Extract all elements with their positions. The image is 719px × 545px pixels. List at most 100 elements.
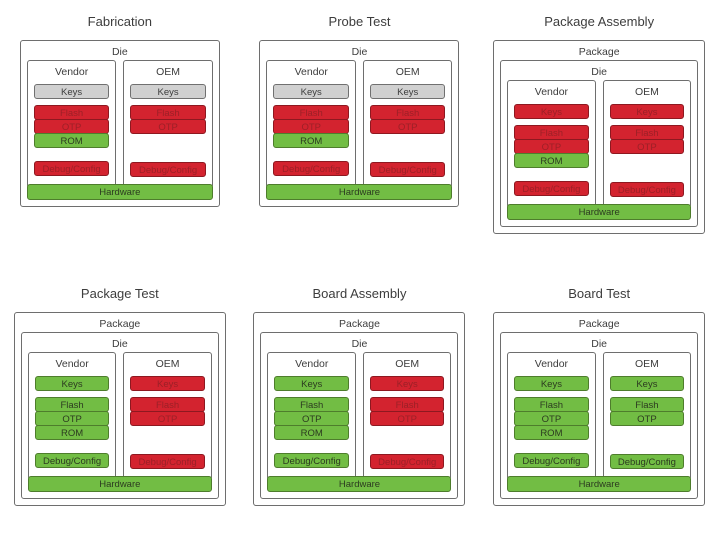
vendor-debug-box: Debug/Config <box>514 453 589 468</box>
oem-debug-box: Debug/Config <box>130 454 205 469</box>
die-label: Die <box>351 46 368 58</box>
oem-spacer <box>130 432 205 454</box>
panel-title-fabrication: Fabrication <box>87 14 152 29</box>
panel-title-package-assembly: Package Assembly <box>544 14 655 29</box>
oem-flash-box: Flash <box>369 397 445 412</box>
hardware-bar: Hardware <box>266 184 453 200</box>
panel-title-board-test: Board Test <box>568 286 631 301</box>
oem-spacer <box>370 432 445 454</box>
oem-otp-box: OTP <box>130 119 206 134</box>
vendor-otp-box: OTP <box>514 411 589 426</box>
vendor-keys-group: Keys <box>273 84 349 99</box>
oem-otp-box: OTP <box>609 139 685 154</box>
oem-debug-box: Debug/Config <box>369 454 445 469</box>
package-label: Package <box>578 318 620 330</box>
oem-spacer <box>130 140 206 162</box>
vendor-keys-group: Keys <box>514 104 589 119</box>
hardware-bar: Hardware <box>507 204 692 220</box>
vendor-label: Vendor <box>55 358 89 370</box>
oem-debug-box: Debug/Config <box>609 454 685 469</box>
oem-debug-box: Debug/Config <box>369 162 446 177</box>
vendor-keys-box: Keys <box>514 104 589 119</box>
vendor-rom-box: ROM <box>514 425 589 440</box>
oem-keys-box: Keys <box>130 376 205 391</box>
oem-flash-box: Flash <box>369 105 446 120</box>
package-label: Package <box>578 46 620 58</box>
vendor-debug-box: Debug/Config <box>273 161 349 176</box>
oem-debug-group: Debug/Config <box>369 162 446 177</box>
vendor-keys-group: Keys <box>33 84 110 99</box>
hardware-bar: Hardware <box>26 184 213 200</box>
vendor-otp-box: OTP <box>274 411 349 426</box>
vendor-debug-group: Debug/Config <box>34 453 110 468</box>
vendor-spacer <box>35 446 110 453</box>
oem-label: OEM <box>395 66 420 78</box>
vendor-debug-box: Debug/Config <box>34 453 110 468</box>
vendor-flash-box: Flash <box>514 397 589 412</box>
oem-keys-group: Keys <box>369 84 446 99</box>
vendor-debug-group: Debug/Config <box>273 161 349 176</box>
vendor-otp-box: OTP <box>273 119 349 134</box>
die-label: Die <box>111 338 128 350</box>
oem-debug-group: Debug/Config <box>369 454 445 469</box>
vendor-spacer <box>34 154 110 161</box>
package-label: Package <box>99 318 141 330</box>
die-label: Die <box>351 338 368 350</box>
vendor-flash-box: Flash <box>33 105 110 120</box>
vendor-rom-box: ROM <box>273 133 349 148</box>
oem-spacer <box>370 140 446 162</box>
oem-otp-box: OTP <box>130 411 205 426</box>
vendor-label: Vendor <box>534 86 569 98</box>
vendor-debug-group: Debug/Config <box>514 453 589 468</box>
oem-debug-group: Debug/Config <box>609 182 685 197</box>
vendor-keys-group: Keys <box>514 376 589 391</box>
vendor-rom-box: ROM <box>514 153 589 168</box>
vendor-keys-group: Keys <box>274 376 349 391</box>
vendor-debug-box: Debug/Config <box>33 161 110 176</box>
panel-title-board-assembly: Board Assembly <box>312 286 407 301</box>
oem-spacer <box>610 160 685 182</box>
vendor-rom-box: ROM <box>33 133 110 148</box>
vendor-keys-group: Keys <box>34 376 110 391</box>
vendor-debug-group: Debug/Config <box>274 453 349 468</box>
vendor-keys-box: Keys <box>273 84 349 99</box>
vendor-keys-box: Keys <box>274 376 349 391</box>
vendor-keys-box: Keys <box>33 84 110 99</box>
oem-keys-box: Keys <box>369 84 446 99</box>
oem-label: OEM <box>395 358 420 370</box>
hardware-bar: Hardware <box>27 476 212 492</box>
vendor-spacer <box>274 446 349 453</box>
oem-otp-box: OTP <box>369 119 446 134</box>
